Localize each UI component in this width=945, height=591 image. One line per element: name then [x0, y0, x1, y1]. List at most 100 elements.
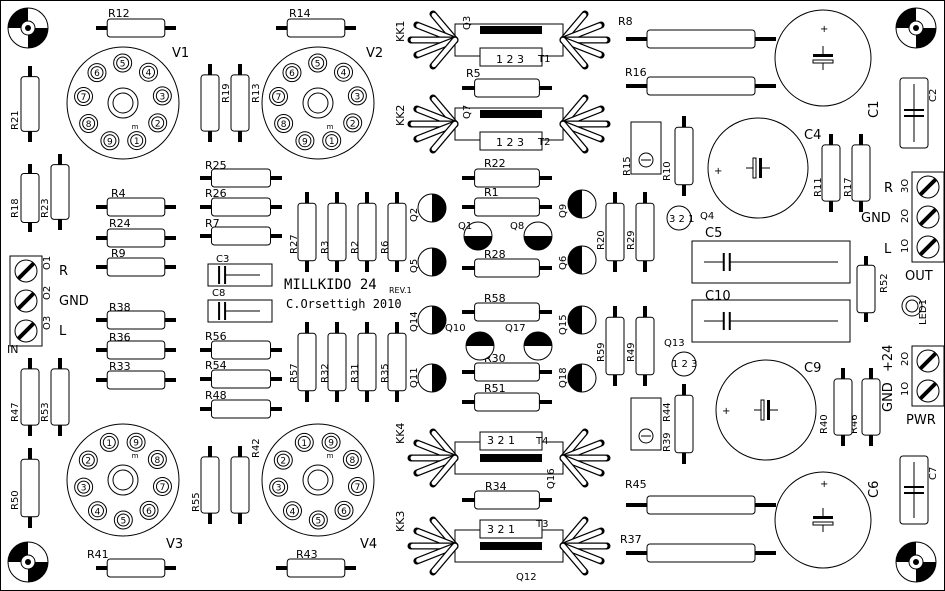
tube-pin-pad: [102, 435, 116, 449]
resistor-label: R34: [485, 480, 507, 493]
tube-pin-pad: [272, 90, 286, 104]
transistor-label: Q4: [700, 211, 714, 222]
resistor-label: R24: [109, 217, 131, 230]
transistor-flat: [568, 246, 582, 274]
heatsink-fin-inner: [560, 543, 587, 574]
tube-pin-pad: [311, 56, 325, 70]
electrolytic-plate: [813, 516, 833, 519]
tube-pin-number: 4: [290, 507, 296, 517]
tube-pin-pad: [285, 66, 299, 80]
tube-pin-number: 8: [86, 120, 92, 130]
transistor-label: Q6: [558, 256, 569, 270]
tube-pin-pad: [337, 65, 351, 79]
heatsink-label: KK1: [394, 21, 407, 42]
resistor-body: [474, 490, 540, 510]
resistor-label: R18: [10, 198, 21, 218]
tbox-label: T4: [535, 436, 548, 447]
resistor-body: [833, 378, 853, 436]
connector-name: L: [884, 242, 892, 257]
tube-pin-pad: [297, 435, 311, 449]
tube-pin-number: 6: [146, 507, 152, 517]
resistor-body: [474, 302, 540, 322]
electrolytic-outline: [715, 359, 817, 461]
transistor-label: Q1: [458, 221, 472, 232]
tube-pin-number: 4: [146, 69, 152, 79]
connector-name: R: [884, 181, 893, 196]
connector-name: L: [59, 324, 67, 339]
tube-pin-pad: [142, 65, 156, 79]
tube-pin-pad: [311, 513, 325, 527]
resistor-label: R27: [289, 234, 300, 254]
resistor-label: R35: [380, 363, 391, 383]
tube-pin-number: 2: [280, 457, 286, 467]
tube-pin-number: 6: [94, 69, 100, 79]
tube-pin-number: 7: [160, 483, 166, 493]
resistor-label: R1: [484, 186, 499, 199]
vertical-resistors: R21 R18 R23 R19 R13 R27 R3 R2 R6 R57 R32…: [10, 64, 890, 528]
resistor-body: [474, 197, 540, 217]
transistor-flat: [568, 190, 582, 218]
tube-key-mark: m: [327, 123, 334, 131]
tube-pin-pad: [82, 116, 96, 130]
terminal-slot: [16, 261, 36, 281]
resistor-body: [474, 168, 540, 188]
electrolytic-plate: [767, 400, 770, 420]
capacitor-label: C10: [705, 289, 731, 304]
connectors: [9, 171, 945, 407]
resistor-label: R42: [251, 438, 262, 458]
resistor-body: [210, 399, 272, 419]
tube-pin-number: 7: [276, 93, 282, 103]
tube-pin-pad: [130, 134, 144, 148]
resistor-body: [106, 370, 166, 390]
tbox-pins: 3 2 1: [487, 434, 515, 447]
tube-pin-number: 7: [355, 483, 361, 493]
transistor-label: Q18: [558, 367, 569, 388]
resistor-body: [327, 202, 347, 262]
electrolytic-plate: [752, 157, 757, 179]
resistor-body: [286, 558, 346, 578]
resistor-label: R29: [626, 230, 637, 250]
resistor-body: [646, 76, 756, 96]
tube-pin-pad: [277, 116, 291, 130]
transistor-label: Q9: [558, 204, 569, 218]
heatsink-fin-inner: [560, 37, 587, 68]
resistor-label: R58: [484, 292, 506, 305]
tube-pin-number: 8: [281, 120, 287, 130]
terminal-slot: [918, 351, 938, 371]
tube-pin-pad: [116, 513, 130, 527]
capacitor-label: C9: [804, 361, 821, 376]
resistor-body: [605, 316, 625, 376]
capacitor-polarity: +: [820, 479, 828, 490]
transistor-label: Q17: [505, 323, 526, 334]
transistor-pins: 1 2 3: [672, 359, 697, 370]
electrolytic-outline: [774, 471, 872, 569]
resistor-body: [635, 202, 655, 262]
heatsink-label: KK3: [394, 511, 407, 532]
tube-key-mark: m: [327, 452, 334, 460]
connector-pin: O3: [42, 316, 53, 330]
resistor-body: [286, 18, 346, 38]
resistor-label: R20: [596, 230, 607, 250]
resistor-body: [106, 257, 166, 277]
terminal-slot: [16, 291, 36, 311]
resistor-body: [20, 76, 40, 132]
transistor-flat: [568, 306, 582, 334]
electrolytic-plate: [759, 158, 762, 178]
tube-pin-pad: [90, 66, 104, 80]
connector-pin: O1: [42, 256, 53, 270]
tube-pin-number: 1: [134, 137, 140, 147]
tube-socket-center-hole: [307, 92, 329, 114]
mounting-hole-center: [913, 559, 919, 565]
resistor-body: [20, 368, 40, 426]
connector-pin: 1O: [900, 239, 911, 253]
transistor-label: Q5: [409, 259, 420, 273]
transistor-label: Q16: [546, 468, 557, 489]
resistor-body: [474, 258, 540, 278]
resistor-label: R52: [879, 273, 890, 293]
tbox-label: T3: [535, 519, 548, 530]
electrolytic-plate: [760, 399, 765, 421]
resistor-body: [474, 78, 540, 98]
tbox-pins: 3 2 1: [487, 523, 515, 536]
tube-pin-pad: [150, 453, 164, 467]
